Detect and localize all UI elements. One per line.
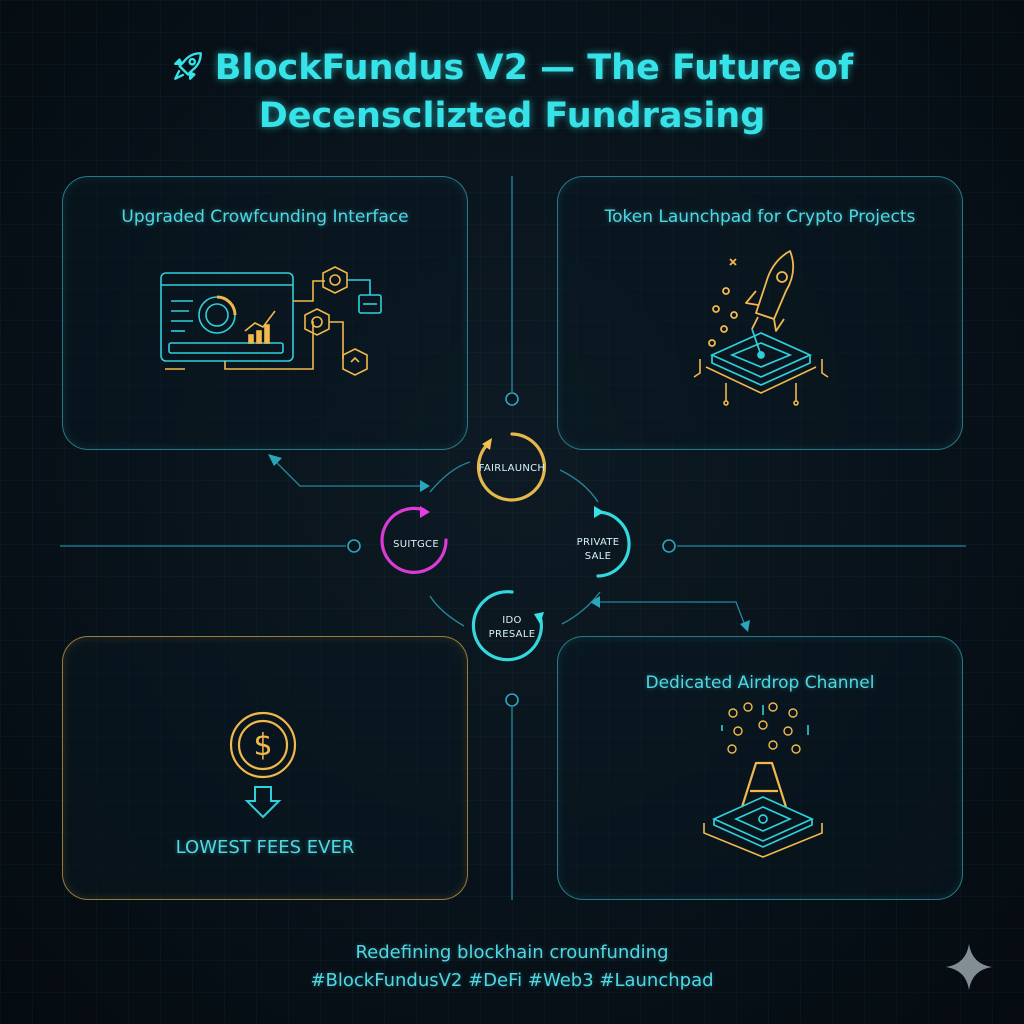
cycle-node-private-sale-line1: PRIVATE	[576, 537, 620, 548]
panel-title-crowdfunding: Upgraded Crowfcunding Interface	[121, 207, 409, 227]
cycle-node-ido-presale-line1: IDO	[502, 615, 522, 626]
title-line-1: BlockFundus V2 — The Future of	[0, 44, 1024, 92]
rocket-launch-icon	[693, 250, 829, 406]
cycle-node-suitgce-label: SUITGCE	[393, 539, 439, 550]
rocket-icon	[173, 52, 202, 80]
cycle-node-ido-presale-line2: PRESALE	[488, 629, 536, 640]
lowest-fees-label: LOWEST FEES EVER	[175, 837, 355, 858]
dollar-coin-icon: $	[229, 711, 297, 819]
footer-hashtags: #BlockFundusV2 #DeFi #Web3 #Launchpad	[310, 970, 714, 991]
cycle-ring-fairlaunch	[476, 432, 547, 502]
cycle-node-fairlaunch: FAIRLAUNCH	[472, 462, 552, 476]
cycle-ring-suitgce	[380, 506, 448, 574]
footer-tagline: Redefining blockhain crounfunding	[355, 942, 669, 963]
title-line-2: Decensclizted Fundrasing	[258, 96, 766, 136]
cycle-node-suitgce: SUITGCE	[378, 538, 454, 552]
page-title: BlockFundus V2 — The Future of Decenscli…	[0, 44, 1024, 140]
title-text-1: BlockFundus V2 — The Future of	[214, 48, 854, 88]
cycle-ring-private-sale	[594, 510, 631, 578]
svg-text:$: $	[253, 728, 272, 763]
sparkle-icon	[946, 944, 992, 990]
cycle-node-ido-presale: IDO PRESALE	[474, 614, 550, 642]
cycle-node-fairlaunch-label: FAIRLAUNCH	[478, 463, 546, 474]
panel-crowdfunding-interface: Upgraded Crowfcunding Interface	[62, 176, 468, 450]
panel-title-launchpad: Token Launchpad for Crypto Projects	[604, 207, 916, 227]
panel-title-airdrop: Dedicated Airdrop Channel	[645, 673, 875, 693]
cycle-node-private-sale: PRIVATE SALE	[560, 536, 636, 564]
airdrop-icon	[703, 702, 823, 858]
cycle-node-private-sale-line2: SALE	[584, 551, 612, 562]
dashboard-icon	[160, 266, 382, 376]
panel-airdrop-channel: Dedicated Airdrop Channel	[557, 636, 963, 900]
panel-lowest-fees: $ LOWEST FEES EVER	[62, 636, 468, 900]
cycle-ring-ido-presale	[471, 590, 544, 662]
panel-token-launchpad: Token Launchpad for Crypto Projects	[557, 176, 963, 450]
